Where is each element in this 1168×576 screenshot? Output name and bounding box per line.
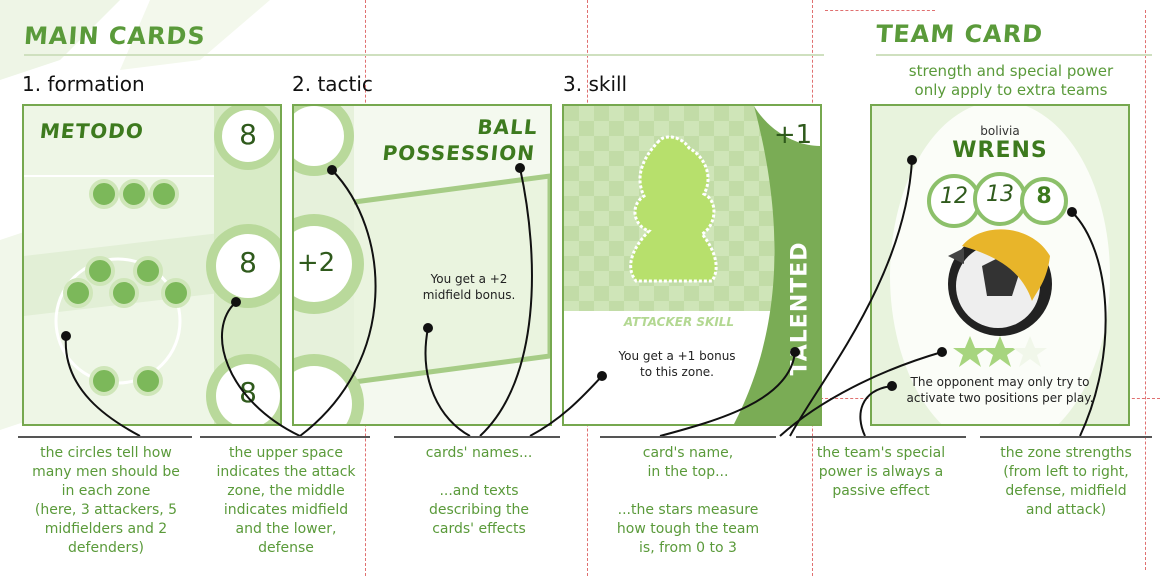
zone-strength: 12	[940, 184, 968, 209]
caption-line: (from left to right,	[1003, 464, 1129, 480]
card-text-line: to this zone.	[639, 365, 714, 379]
card-text-line: The opponent may only try to	[910, 375, 1090, 389]
zone-value: 8	[239, 376, 257, 409]
caption-line: midfielders and 2	[44, 521, 168, 537]
zone-value: 8	[239, 118, 257, 151]
caption-spacer	[600, 482, 776, 501]
caption-spacer	[396, 463, 562, 482]
caption-line: in each zone	[61, 483, 151, 499]
caption-line: passive effect	[832, 483, 930, 499]
skill-type-label: ATTACKER SKILL	[623, 315, 735, 329]
caption-rule	[200, 436, 370, 438]
caption-rule	[18, 436, 192, 438]
caption-rule	[600, 436, 776, 438]
section-rule	[24, 54, 824, 56]
guide-line	[825, 10, 935, 11]
caption-line: defense, midfield	[1005, 483, 1127, 499]
caption-line: how tough the team	[616, 521, 760, 537]
zone-strength: 8	[1036, 184, 1052, 209]
team-country: bolivia	[980, 124, 1020, 138]
guide-line	[1145, 10, 1146, 570]
caption-line: power is always a	[818, 464, 944, 480]
caption-line: card's name,	[642, 445, 734, 461]
caption-zone-strengths: the zone strengths (from left to right, …	[980, 444, 1152, 520]
skill-value: +1	[773, 120, 813, 150]
step-formation: 1. formation	[22, 72, 145, 96]
card-text-line: You get a +1 bonus	[618, 349, 736, 363]
caption-line: the team's special	[816, 445, 946, 461]
team-note-line: strength and special power	[908, 62, 1114, 80]
caption-line: ...the stars measure	[617, 502, 759, 518]
caption-line: indicates midfield	[223, 502, 349, 518]
star-icon	[983, 336, 1017, 367]
card-text-line: midfield bonus.	[422, 288, 516, 302]
caption-line: defense	[258, 540, 314, 556]
caption-line: zone, the middle	[227, 483, 345, 499]
star-icon	[953, 336, 987, 367]
card-text-line: activate two positions per play.	[906, 391, 1094, 405]
caption-zones: the upper space indicates the attack zon…	[198, 444, 374, 558]
step-tactic: 2. tactic	[292, 72, 373, 96]
caption-line: indicates the attack	[216, 464, 356, 480]
card-effect-text: You get a +1 bonus to this zone.	[592, 348, 762, 380]
caption-rule	[394, 436, 560, 438]
caption-rule	[980, 436, 1152, 438]
skill-card-art	[564, 106, 820, 424]
star-icon	[1013, 336, 1047, 367]
caption-line: and the lower,	[235, 521, 337, 537]
team-power-text: The opponent may only try to activate tw…	[882, 374, 1118, 406]
caption-line: describing the	[428, 502, 530, 518]
bonus-value: +2	[296, 248, 336, 278]
section-rule	[876, 54, 1152, 56]
tactic-card: BALL POSSESSION +2 You get a +2 midfield…	[292, 104, 552, 426]
caption-formation-circles: the circles tell how many men should be …	[18, 444, 194, 558]
caption-team-name-stars: card's name, in the top... ...the stars …	[600, 444, 776, 558]
caption-line: and attack)	[1025, 502, 1107, 518]
zone-value: 8	[239, 246, 257, 279]
caption-line: cards' names...	[425, 445, 533, 461]
team-card-art	[872, 106, 1128, 424]
caption-line: the zone strengths	[1000, 445, 1132, 461]
caption-line: the upper space	[229, 445, 343, 461]
team-card: bolivia WRENS 12 13 8 The opponent may o…	[870, 104, 1130, 426]
tactic-card-art	[294, 106, 550, 424]
formation-card-art	[24, 106, 280, 424]
zone-strength: 13	[986, 182, 1014, 207]
team-note-line: only apply to extra teams	[914, 81, 1108, 99]
caption-special-power: the team's special power is always a pas…	[796, 444, 966, 501]
caption-line: in the top...	[647, 464, 729, 480]
star-rating	[953, 336, 1047, 367]
caption-line: ...and texts	[439, 483, 519, 499]
formation-card: METODO 8 8 8	[22, 104, 282, 426]
caption-card-names: cards' names... ...and texts describing …	[396, 444, 562, 539]
caption-rule	[796, 436, 966, 438]
caption-line: the circles tell how	[40, 445, 172, 461]
step-skill: 3. skill	[563, 72, 628, 96]
card-effect-text: You get a +2 midfield bonus.	[404, 271, 534, 303]
caption-line: (here, 3 attackers, 5	[34, 502, 178, 518]
card-text-line: You get a +2	[430, 272, 508, 286]
caption-line: is, from 0 to 3	[639, 540, 737, 556]
team-note: strength and special power only apply to…	[866, 62, 1156, 100]
caption-line: many men should be	[32, 464, 180, 480]
caption-line: cards' effects	[432, 521, 526, 537]
caption-line: defenders)	[68, 540, 144, 556]
